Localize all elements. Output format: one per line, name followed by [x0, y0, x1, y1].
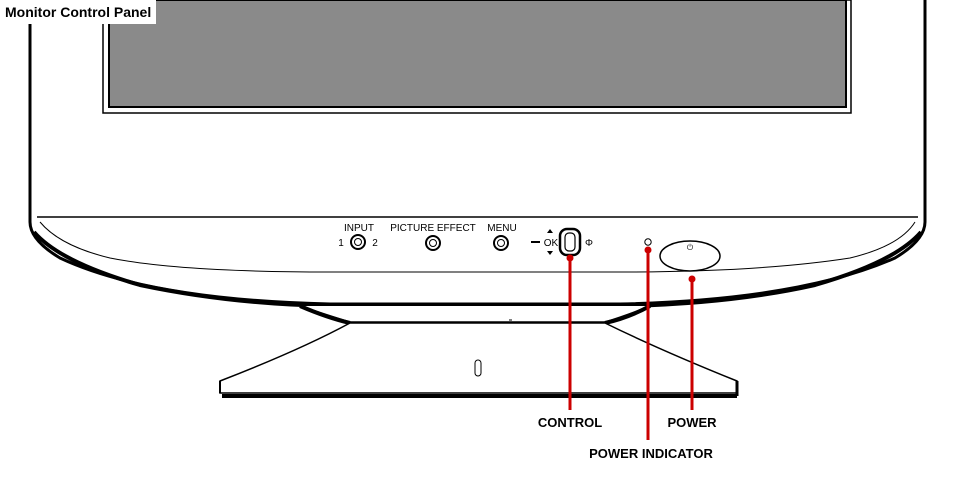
power-callout-label: POWER: [667, 415, 717, 430]
picture-effect-button[interactable]: [425, 235, 441, 251]
ok-label: OK: [544, 238, 559, 249]
control-callout-label: CONTROL: [538, 415, 602, 430]
menu-label: MENU: [487, 223, 516, 234]
power-symbol-icon: ⏻: [687, 243, 694, 252]
power-indicator-led: [644, 238, 652, 246]
control-arrows-icon: [531, 229, 553, 255]
control-callout-line: [566, 254, 574, 410]
base-logo-slot: [474, 359, 482, 377]
control-right-symbol: Φ: [585, 238, 593, 249]
diagram-title: Monitor Control Panel: [0, 0, 157, 24]
neck-shadow-right: [604, 304, 651, 325]
input-label: INPUT: [344, 223, 374, 234]
stand-neck: [299, 305, 651, 323]
panel-inner-curve: [39, 221, 916, 273]
power-callout-line: [688, 275, 696, 410]
neck-shadow-left: [299, 304, 351, 325]
screen: [108, 0, 847, 108]
power-indicator-callout-line: [644, 246, 652, 440]
power-indicator-callout-label: POWER INDICATOR: [589, 446, 713, 461]
input-button[interactable]: [350, 234, 366, 250]
control-button[interactable]: [558, 227, 582, 257]
power-button[interactable]: [659, 240, 721, 272]
menu-button[interactable]: [493, 235, 509, 251]
picture-effect-label: PICTURE EFFECT: [390, 223, 476, 234]
input-1-label: 1: [338, 238, 344, 249]
stand-base: [219, 322, 738, 394]
input-2-label: 2: [372, 238, 378, 249]
